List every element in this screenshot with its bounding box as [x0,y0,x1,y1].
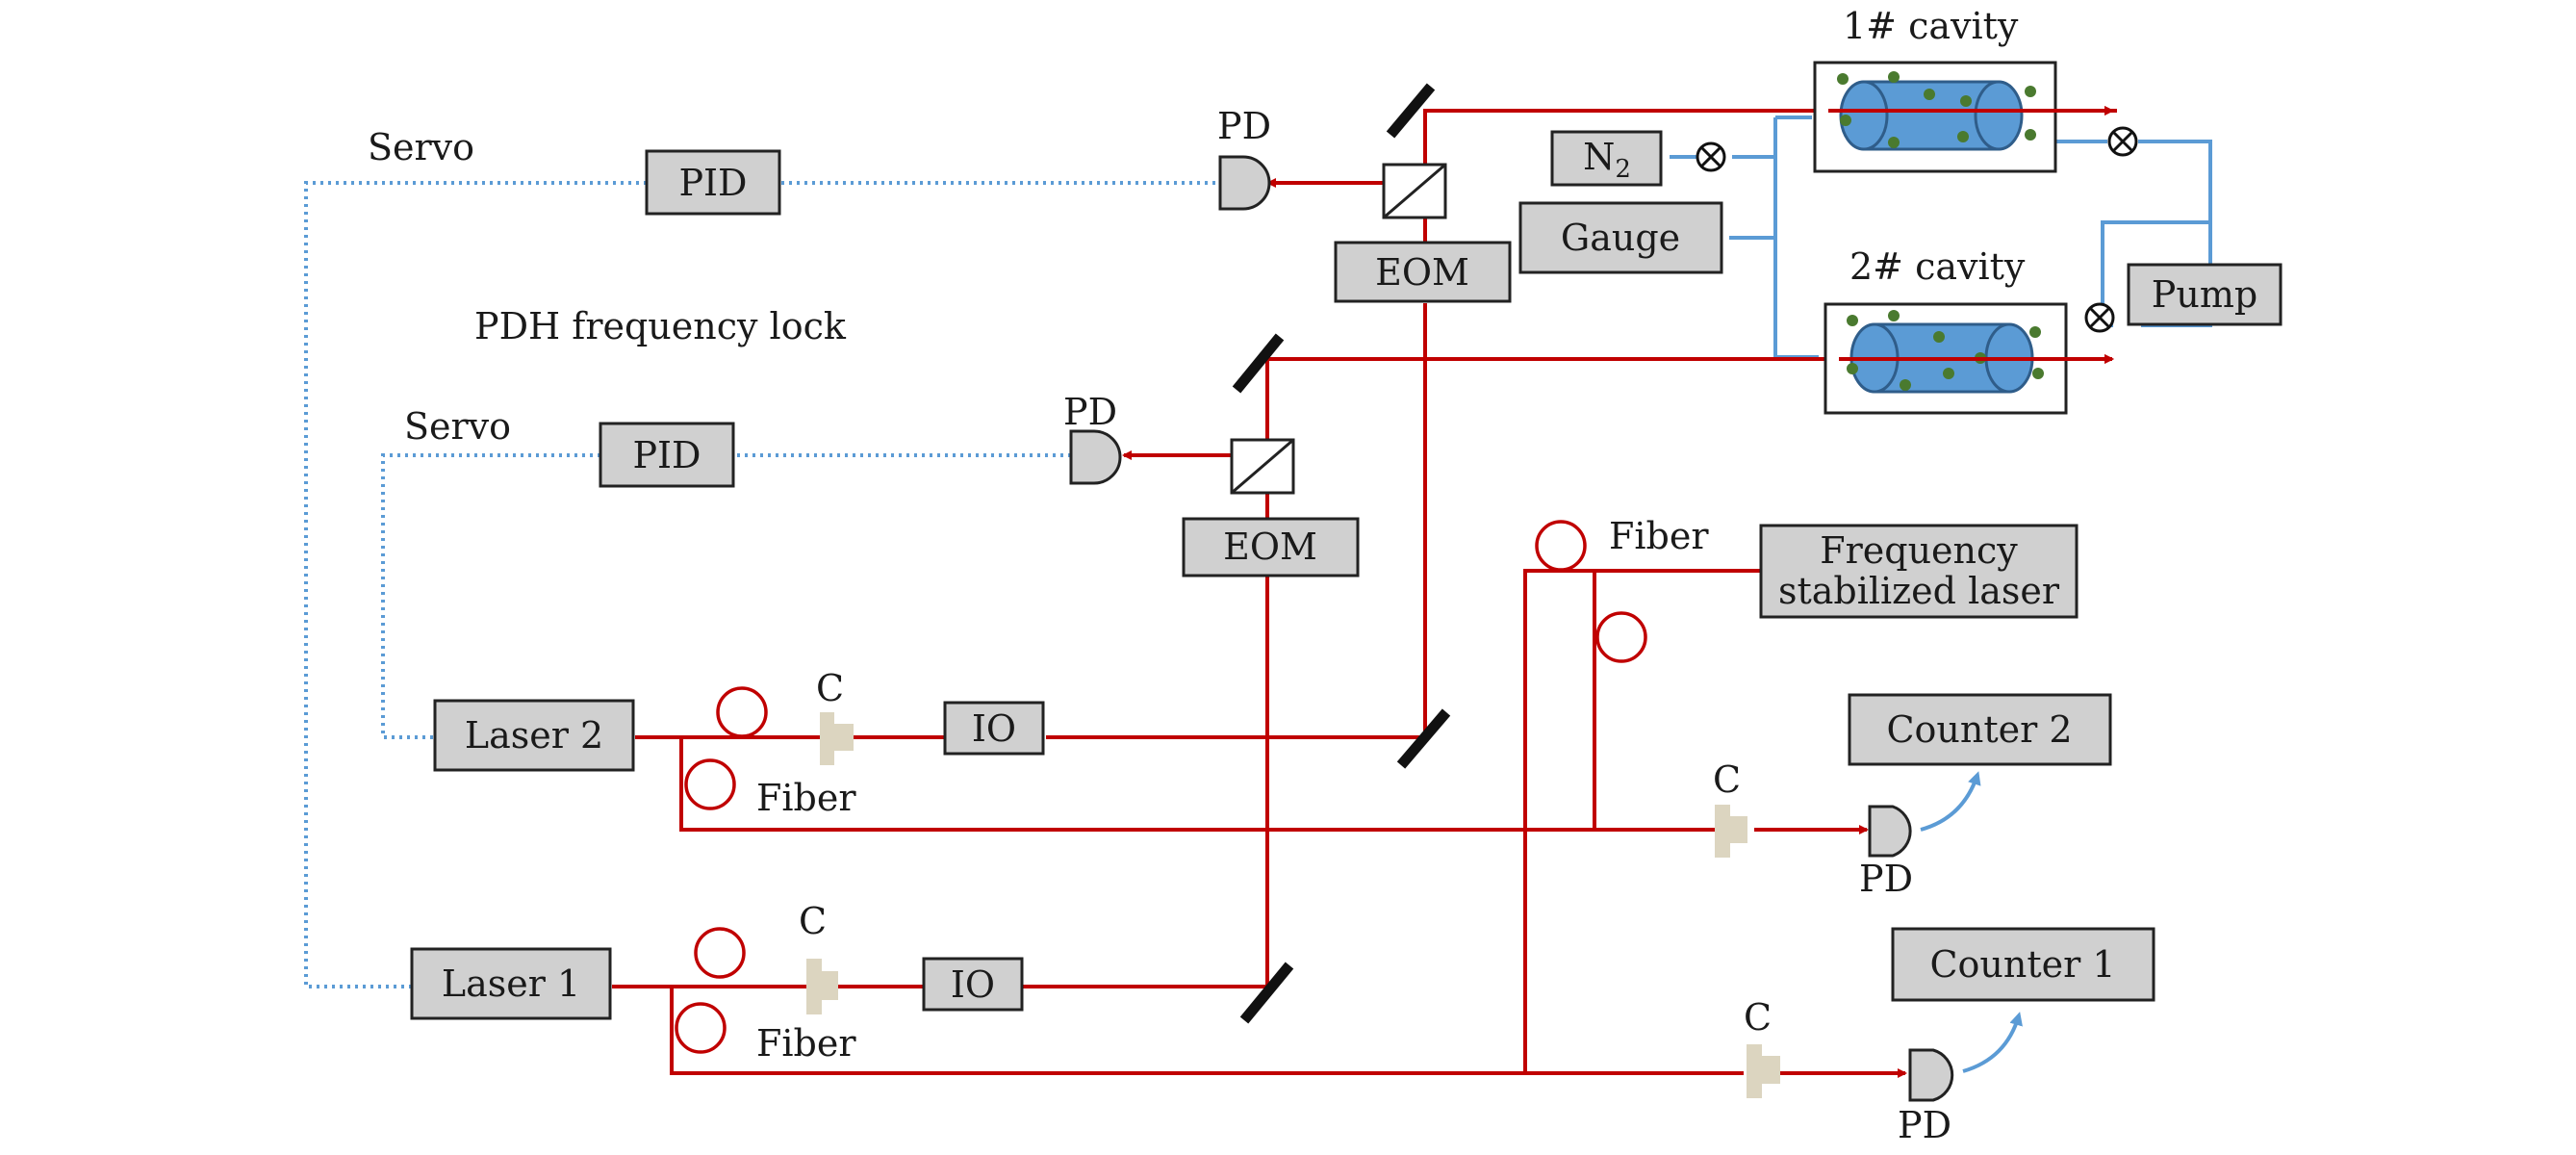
pd-middle-label: PD [1063,391,1117,433]
coupler-label-laser2: C [816,667,844,709]
laser1-label: Laser 1 [442,962,580,1005]
pd-counter2-label: PD [1859,858,1913,900]
valve-cavity1 [2107,126,2138,157]
isolator-laser1-label: IO [951,963,995,1006]
fiber-label-top: Fiber [1609,515,1709,557]
mirror-laser1-turn [1239,962,1294,1024]
pd-top-label: PD [1217,105,1271,147]
freq-laser-line2: stabilized laser [1778,570,2060,612]
servo-loop-2 [381,453,1071,739]
isolator-laser2: IO [943,701,1045,756]
photodetector-counter2 [1868,805,1912,858]
counter-1: Counter 1 [1891,927,2155,1002]
fiber-label-laser2: Fiber [756,777,856,819]
counter-2: Counter 2 [1848,693,2112,766]
mirror-top [1386,83,1436,139]
beam-splitter-middle [1230,438,1295,495]
coupler-label-counter1: C [1744,996,1772,1039]
counter2-label: Counter 2 [1886,708,2072,751]
pressure-gauge: Gauge [1518,201,1723,274]
eom-middle-label: EOM [1223,526,1317,568]
isolator-laser1: IO [922,957,1024,1012]
vacuum-pump: Pump [2127,263,2283,326]
cavity1-label: 1# cavity [1843,5,2019,47]
pd-to-counter1-arrow [1962,1012,2023,1073]
eom-middle: EOM [1182,517,1360,578]
pd-to-counter2-arrow [1920,771,1981,832]
fiber-label-laser1: Fiber [756,1022,856,1065]
pdh-frequency-lock-label: PDH frequency lock [474,305,847,347]
valve-cavity2 [2084,302,2115,333]
isolator-laser2-label: IO [972,707,1016,750]
mirrors [1232,83,1451,1024]
pid-middle-label: PID [632,434,701,476]
servo-loop-1 [304,181,1215,988]
gauge-label: Gauge [1561,217,1680,259]
pd-counter1-label: PD [1898,1104,1951,1146]
counter1-label: Counter 1 [1929,943,2115,986]
laser2-label: Laser 2 [465,714,603,757]
n2-label: N2 [1583,136,1631,184]
eom-top-label: EOM [1375,251,1469,294]
photodetector-top [1218,155,1271,211]
cavity-1 [1813,61,2057,173]
coupler-label-laser1: C [799,900,827,942]
mirror-upper [1232,333,1285,394]
eom-top: EOM [1334,241,1512,303]
fiber-coils [675,520,1647,1054]
cavity2-label: 2# cavity [1849,245,2026,288]
n2-source: N2 [1550,130,1663,187]
laser-1: Laser 1 [410,947,612,1020]
mirror-laser2-turn [1396,708,1451,769]
servo-top-label: Servo [368,126,474,168]
photodetector-counter1 [1908,1048,1954,1102]
pump-label: Pump [2152,273,2257,316]
valve-n2 [1696,141,1726,172]
laser-2: Laser 2 [433,699,635,772]
coupler-label-counter2: C [1713,758,1741,801]
fiber-couplers [806,712,1780,1098]
frequency-stabilized-laser: Frequency stabilized laser [1759,524,2079,619]
servo-middle-label: Servo [404,405,511,448]
photodetector-middle [1069,429,1122,485]
beam-splitter-top [1382,163,1447,219]
pid-top-label: PID [678,162,747,204]
pid-middle: PID [599,422,735,488]
pid-top: PID [645,149,781,216]
freq-laser-line1: Frequency [1820,529,2018,572]
